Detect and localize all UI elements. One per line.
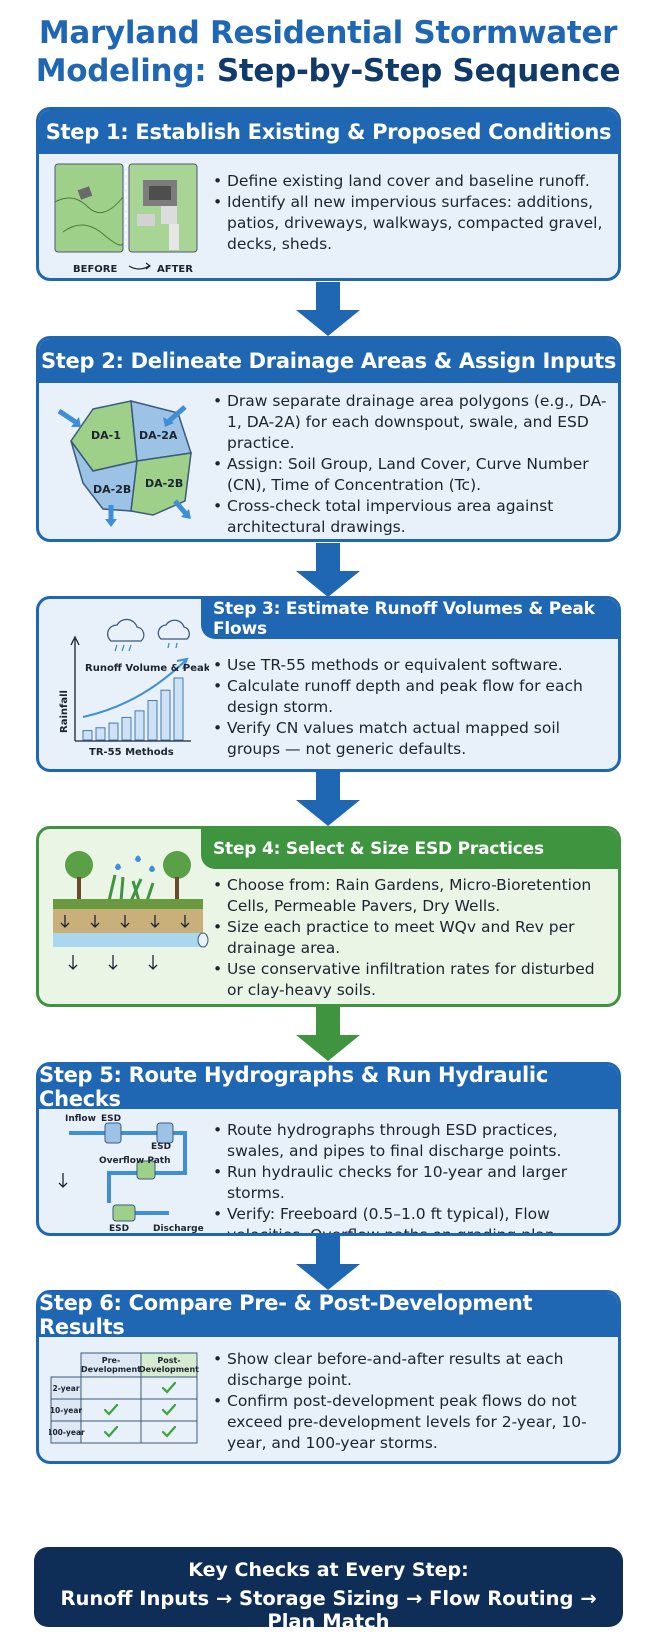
chart-x-axis-label: TR-55 Methods — [89, 747, 174, 758]
check-icon — [103, 1425, 119, 1438]
step-1-bullet: Define existing land cover and baseline … — [213, 171, 613, 192]
step-4-title: Step 4: Select & Size ESD Practices — [201, 829, 618, 869]
down-arrow-icon — [296, 1236, 360, 1290]
title-line-2a: Modeling: — [35, 53, 207, 89]
check-icon — [161, 1425, 177, 1438]
step-3-bullet: Use TR-55 methods or equivalent software… — [213, 655, 613, 676]
da-2a-label: DA-2A — [139, 429, 178, 442]
down-arrow-icon — [296, 543, 360, 597]
step-2-title: Step 2: Delineate Drainage Areas & Assig… — [39, 339, 618, 383]
rain-cloud-icon — [107, 618, 190, 652]
chart-y-axis-label: Rainfall — [59, 690, 70, 733]
da-1-label: DA-1 — [91, 429, 121, 442]
inflow-label: Inflow — [65, 1114, 96, 1124]
step-5-bullet: Verify: Freeboard (0.5–1.0 ft typical), … — [213, 1204, 618, 1233]
step-3-bullet: Verify CN values match actual mapped soi… — [213, 718, 613, 760]
down-arrow-icon — [296, 282, 360, 336]
down-arrow-icon — [296, 1007, 360, 1061]
pre-dev-header-l1: Pre- — [102, 1356, 121, 1365]
step-6-title: Step 6: Compare Pre- & Post-Development … — [39, 1293, 618, 1339]
esd-label-1: ESD — [101, 1114, 121, 1124]
check-icon — [161, 1381, 177, 1394]
step-5-bullet: Route hydrographs through ESD practices,… — [213, 1120, 618, 1162]
title-line-2b: Step-by-Step Sequence — [216, 53, 621, 89]
overflow-path-label: Overflow Path — [99, 1156, 171, 1166]
tree-icon — [65, 851, 191, 899]
svg-text:Post-Development: Post-Development — [139, 1356, 199, 1374]
hydrograph-routing-schematic: Inflow ESD ESD Overflow Path ESD Dischar… — [58, 1114, 204, 1234]
step-5-bullets: Route hydrographs through ESD practices,… — [213, 1120, 618, 1233]
chart-bars — [82, 677, 184, 741]
post-dev-header-l2: Development — [139, 1365, 199, 1374]
step-5-card: Step 5: Route Hydrographs & Run Hydrauli… — [36, 1062, 621, 1236]
page-title: Maryland Residential Stormwater Modeling… — [0, 14, 656, 90]
svg-text:Pre-Development: Pre-Development — [81, 1356, 141, 1374]
step-5-bullet: Run hydraulic checks for 10-year and lar… — [213, 1162, 618, 1204]
step-1-bullets: Define existing land cover and baseline … — [213, 171, 613, 255]
step-4-bullets: Choose from: Rain Gardens, Micro-Biorete… — [213, 875, 613, 1001]
esd-label-2: ESD — [151, 1142, 171, 1152]
footer-heading: Key Checks at Every Step: — [188, 1559, 469, 1581]
discharge-label: Discharge — [153, 1224, 204, 1234]
chart-bar-7 — [160, 689, 171, 741]
esd-label-3: ESD — [109, 1224, 129, 1234]
row-label-2-year: 2-year — [52, 1384, 79, 1393]
step-6-card: Step 6: Compare Pre- & Post-Development … — [36, 1290, 621, 1464]
da-2b-left-label: DA-2B — [93, 483, 131, 496]
runoff-chart-illustration: Runoff Volume & Peak Flow Rainfall TR-55… — [59, 618, 209, 758]
step-1-title: Step 1: Establish Existing & Proposed Co… — [39, 110, 618, 154]
table-checks — [103, 1381, 177, 1438]
row-label-100-year: 100-year — [49, 1428, 85, 1437]
key-checks-footer: Key Checks at Every Step: Runoff Inputs … — [34, 1547, 623, 1632]
step-1-bullet: Identify all new impervious surfaces: ad… — [213, 192, 613, 255]
check-icon — [103, 1403, 119, 1416]
row-label-10-year: 10-year — [50, 1406, 83, 1415]
chart-bar-8 — [173, 677, 184, 741]
chart-bar-3 — [108, 722, 119, 741]
results-comparison-table: Pre-Development Post-Development 2-year … — [49, 1352, 199, 1444]
title-line-1: Maryland Residential Stormwater — [38, 15, 618, 51]
step-2-bullet: Assign: Soil Group, Land Cover, Curve Nu… — [213, 454, 613, 496]
chart-bar-6 — [147, 700, 158, 741]
pre-dev-header-l2: Development — [81, 1365, 141, 1374]
drainage-area-map-illustration: DA-1 DA-2A DA-2B DA-2B — [57, 400, 192, 527]
step-3-card: Step 3: Estimate Runoff Volumes & Peak F… — [36, 596, 621, 772]
esd-soil-cross-section-illustration — [53, 851, 209, 970]
step-6-bullet: Show clear before-and-after results at e… — [213, 1349, 613, 1391]
step-4-bullet: Choose from: Rain Gardens, Micro-Biorete… — [213, 875, 613, 917]
step-3-title: Step 3: Estimate Runoff Volumes & Peak F… — [201, 599, 618, 639]
step-2-card: Step 2: Delineate Drainage Areas & Assig… — [36, 336, 621, 542]
chart-bar-4 — [121, 716, 132, 741]
step-4-bullet: Use conservative infiltration rates for … — [213, 959, 613, 1001]
chart-title-label: Runoff Volume & Peak Flow — [85, 663, 209, 674]
step-1-card: Step 1: Establish Existing & Proposed Co… — [36, 107, 621, 281]
before-label: BEFORE — [73, 264, 117, 275]
step-3-bullet: Calculate runoff depth and peak flow for… — [213, 676, 613, 718]
da-2b-right-label: DA-2B — [145, 477, 183, 490]
step-2-bullet: Draw separate drainage area polygons (e.… — [213, 391, 613, 454]
step-2-bullets: Draw separate drainage area polygons (e.… — [213, 391, 613, 538]
step-6-bullet: Confirm post-development peak flows do n… — [213, 1391, 613, 1454]
step-3-bullets: Use TR-55 methods or equivalent software… — [213, 655, 613, 760]
footer-sequence: Runoff Inputs → Storage Sizing → Flow Ro… — [60, 1587, 597, 1632]
chart-bar-5 — [134, 710, 145, 741]
step-6-bullets: Show clear before-and-after results at e… — [213, 1349, 613, 1454]
chart-bar-2 — [95, 727, 106, 741]
before-after-site-plan-illustration: BEFORE AFTER — [54, 163, 198, 275]
after-label: AFTER — [157, 264, 193, 275]
step-4-card: Step 4: Select & Size ESD Practices Choo… — [36, 826, 621, 1007]
step-4-bullet: Size each practice to meet WQv and Rev p… — [213, 917, 613, 959]
post-dev-header-l1: Post- — [157, 1356, 180, 1365]
down-arrow-icon — [296, 772, 360, 826]
step-5-title: Step 5: Route Hydrographs & Run Hydrauli… — [39, 1065, 618, 1111]
chart-bar-1 — [82, 730, 93, 741]
step-2-bullet: Cross-check total impervious area agains… — [213, 496, 613, 538]
check-icon — [161, 1403, 177, 1416]
